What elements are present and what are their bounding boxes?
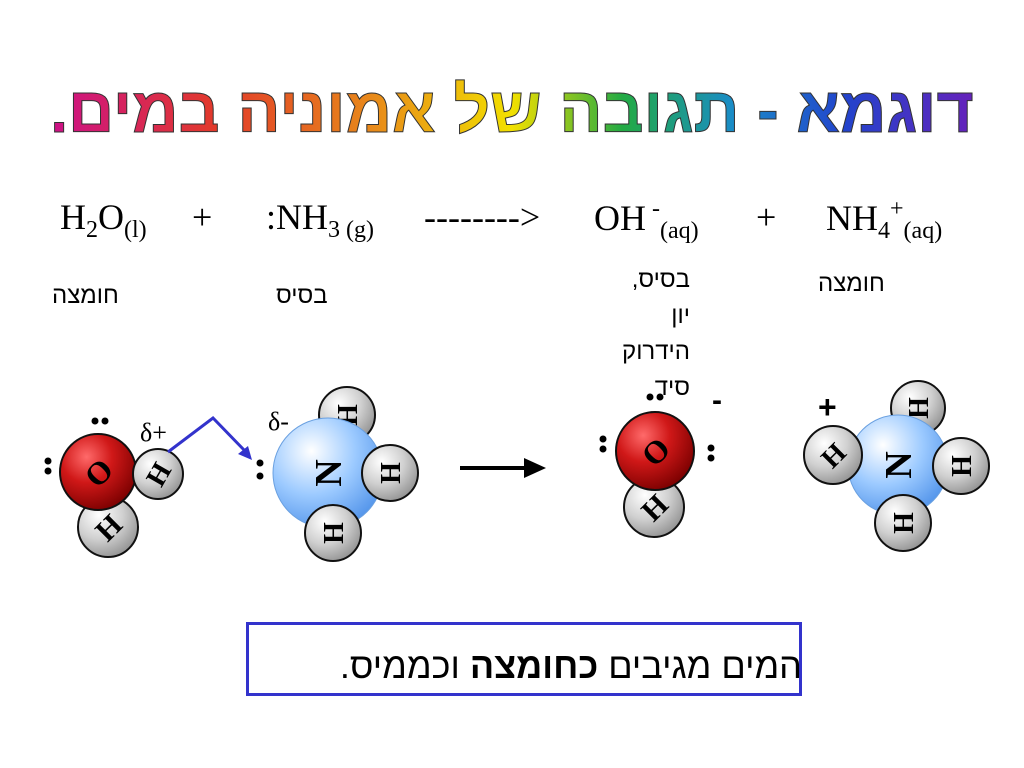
page-title: דוגמא - תגובה של אמוניה במים.: [50, 74, 974, 147]
delta-minus-label: δ-: [268, 407, 289, 436]
hydroxide-molecule: H O -: [599, 384, 722, 538]
role-ammonia: בסיס: [276, 282, 328, 309]
lone-pair-dot: [91, 417, 99, 425]
water-molecule: H O H δ+: [44, 417, 184, 558]
lone-pair-dot: [646, 393, 654, 401]
hydrogen-label: H: [889, 512, 920, 534]
nitrogen-label: N: [878, 451, 920, 478]
lone-pair-dot: [44, 467, 52, 475]
role-hydroxide-line: יון: [671, 302, 690, 329]
role-ammonium: חומצה: [818, 270, 885, 297]
hydrogen-atom: [304, 504, 362, 562]
hydroxide-formula: OH -(aq): [594, 196, 699, 244]
lone-pair-dot: [707, 444, 715, 452]
lone-pair-dot: [707, 454, 715, 462]
hydrogen-atom: [361, 444, 419, 502]
hydrogen-label: H: [376, 462, 407, 484]
hydrogen-label: H: [319, 522, 350, 544]
molecule-diagram: H O H δ+ H N H H δ- H O: [44, 380, 990, 562]
hydrogen-label: H: [904, 397, 935, 419]
reaction-arrow: [460, 458, 546, 478]
lone-pair-dot: [599, 435, 607, 443]
conclusion-text: המים מגיבים כחומצה וכממיס.: [242, 640, 802, 692]
water-formula: H2O(l): [60, 197, 147, 243]
lone-pair-dot: [256, 459, 264, 467]
negative-charge: -: [712, 384, 722, 417]
positive-charge: +: [818, 389, 837, 425]
delta-plus-label: δ+: [140, 418, 167, 447]
nitrogen-label: N: [308, 459, 350, 486]
hydrogen-atom: [932, 437, 990, 495]
title-text: דוגמא - תגובה של אמוניה במים.: [50, 74, 973, 146]
hydrogen-atom: [803, 425, 863, 485]
role-hydroxide-line: בסיס,: [631, 266, 690, 293]
proton-transfer-arrow: [167, 416, 252, 460]
lone-pair-dot: [656, 393, 664, 401]
lone-pair-dot: [256, 472, 264, 480]
lone-pair-dot: [101, 417, 109, 425]
lone-pair-dot: [44, 457, 52, 465]
oxygen-atom: [615, 411, 695, 491]
note-box: [246, 622, 802, 696]
hydrogen-label: H: [947, 455, 978, 477]
ammonium-molecule: H N H H H +: [803, 380, 990, 552]
role-hydroxide-line: הידרוק: [622, 338, 690, 365]
role-water: חומצה: [52, 282, 119, 309]
note-text-bold: כחומצה: [469, 645, 599, 686]
role-hydroxide: בסיס, יון הידרוק סיד: [600, 262, 690, 406]
lone-pair-dot: [599, 445, 607, 453]
ammonium-formula: NH4+(aq): [826, 196, 943, 244]
plus-sign-2: +: [756, 197, 777, 237]
hydrogen-atom: [132, 448, 184, 500]
hydrogen-atom: [874, 494, 932, 552]
note-text-before: המים מגיבים: [598, 645, 802, 686]
note-text-after: וכממיס.: [339, 645, 470, 686]
ammonia-formula: :NH3 (g): [266, 197, 374, 243]
reaction-arrow-text: -------->: [424, 197, 541, 237]
ammonia-molecule: H N H H δ-: [256, 386, 419, 562]
plus-sign-1: +: [192, 197, 213, 237]
